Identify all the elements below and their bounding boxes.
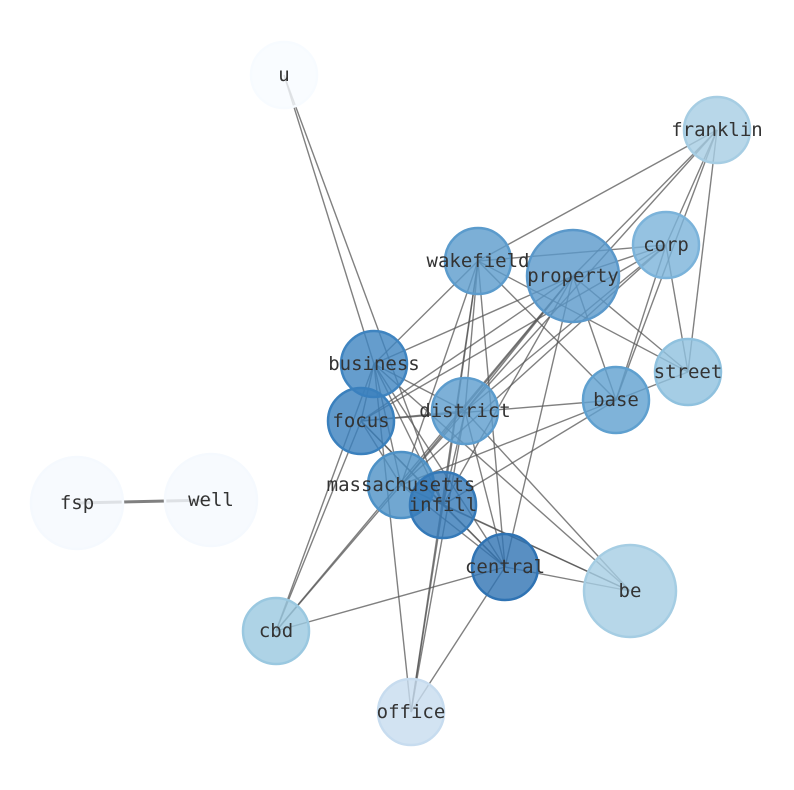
node-wakefield[interactable] bbox=[443, 226, 513, 296]
node-label: property bbox=[527, 265, 619, 287]
edge-u-business bbox=[283, 74, 375, 365]
node-label: fsp bbox=[60, 492, 94, 514]
node-label: wakefield bbox=[427, 250, 530, 272]
node-label: central bbox=[465, 556, 545, 578]
node-focus[interactable] bbox=[326, 386, 396, 456]
node-well[interactable] bbox=[163, 452, 259, 548]
node-base[interactable] bbox=[581, 365, 651, 435]
edge-corp-district bbox=[464, 244, 667, 412]
node-label: infill bbox=[409, 494, 478, 516]
node-label: massachusetts bbox=[327, 474, 476, 496]
node-franklin[interactable] bbox=[682, 95, 752, 165]
node-label: corp bbox=[643, 234, 689, 256]
edge-business-central bbox=[373, 363, 506, 568]
node-cbd[interactable] bbox=[241, 596, 311, 666]
node-central[interactable] bbox=[470, 532, 540, 602]
node-label: street bbox=[654, 361, 723, 383]
edge-business-be bbox=[373, 363, 631, 592]
node-district[interactable] bbox=[430, 376, 500, 446]
node-fsp[interactable] bbox=[29, 455, 125, 551]
node-label: base bbox=[593, 389, 639, 411]
edges-layer bbox=[76, 74, 718, 713]
edge-property-central bbox=[504, 275, 574, 568]
node-property[interactable] bbox=[525, 228, 621, 324]
node-corp[interactable] bbox=[631, 210, 701, 280]
edge-u-infill bbox=[283, 74, 444, 506]
edge-wakefield-massachusetts bbox=[400, 260, 479, 486]
edge-base-massachusetts bbox=[400, 399, 617, 486]
edge-franklin-wakefield bbox=[477, 129, 718, 262]
edge-property-cbd bbox=[275, 275, 574, 632]
node-be[interactable] bbox=[582, 543, 678, 639]
edge-corp-massachusetts bbox=[400, 244, 667, 486]
node-street[interactable] bbox=[653, 337, 723, 407]
edge-district-office bbox=[410, 410, 466, 713]
node-office[interactable] bbox=[376, 677, 446, 747]
node-label: business bbox=[328, 353, 420, 375]
edge-infill-office bbox=[410, 504, 444, 713]
node-label: well bbox=[188, 489, 234, 511]
node-label: franklin bbox=[671, 119, 763, 141]
node-label: cbd bbox=[259, 620, 293, 642]
node-label: focus bbox=[332, 410, 389, 432]
node-infill[interactable] bbox=[408, 470, 478, 540]
node-label: be bbox=[619, 580, 642, 602]
edge-central-cbd bbox=[275, 566, 506, 632]
node-u[interactable] bbox=[249, 40, 319, 110]
node-label: office bbox=[377, 701, 446, 723]
edge-franklin-street bbox=[687, 129, 718, 373]
nodes-layer bbox=[29, 40, 752, 747]
node-label: district bbox=[419, 400, 511, 422]
node-label: u bbox=[278, 64, 289, 86]
edge-focus-cbd bbox=[275, 420, 362, 632]
